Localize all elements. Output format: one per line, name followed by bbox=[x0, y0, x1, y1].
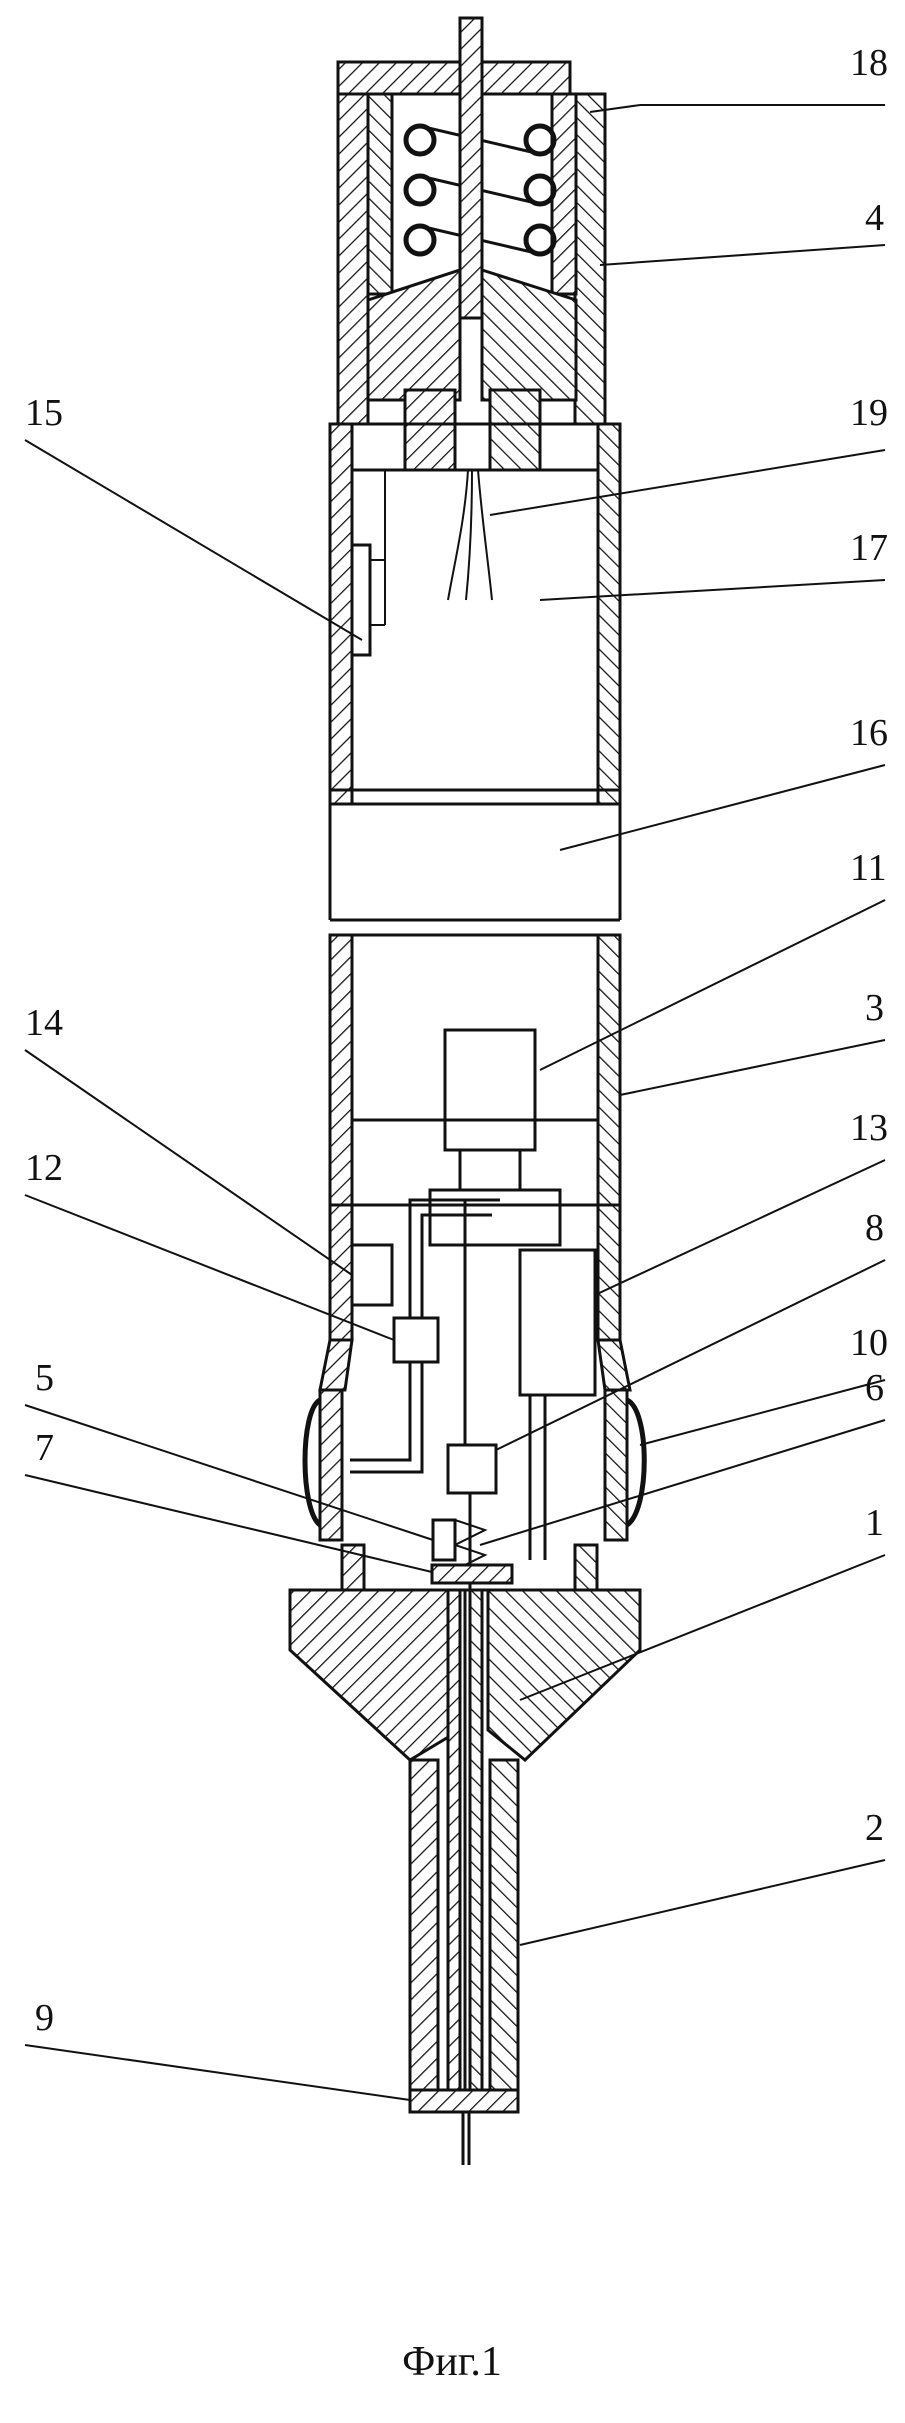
label-9: 9 bbox=[35, 1997, 54, 2039]
label-17: 17 bbox=[850, 527, 888, 569]
label-6: 6 bbox=[865, 1367, 884, 1409]
label-16: 16 bbox=[850, 712, 888, 754]
label-15: 15 bbox=[25, 392, 63, 434]
label-5: 5 bbox=[35, 1357, 54, 1399]
label-19: 19 bbox=[850, 392, 888, 434]
label-7: 7 bbox=[35, 1427, 54, 1469]
label-10: 10 bbox=[850, 1322, 888, 1364]
label-8: 8 bbox=[865, 1207, 884, 1249]
upper-tube bbox=[330, 424, 620, 804]
label-14: 14 bbox=[25, 1002, 63, 1044]
label-11: 11 bbox=[850, 847, 887, 889]
middle-tube bbox=[305, 920, 644, 1595]
label-3: 3 bbox=[865, 987, 884, 1029]
label-1: 1 bbox=[865, 1502, 884, 1544]
label-18: 18 bbox=[850, 42, 888, 84]
window-16 bbox=[330, 804, 620, 920]
label-13: 13 bbox=[850, 1107, 888, 1149]
figure-caption: Фиг.1 bbox=[402, 2339, 502, 2385]
label-12: 12 bbox=[25, 1147, 63, 1189]
label-2: 2 bbox=[865, 1807, 884, 1849]
top-cap-assembly bbox=[338, 18, 605, 470]
label-4: 4 bbox=[865, 197, 884, 239]
